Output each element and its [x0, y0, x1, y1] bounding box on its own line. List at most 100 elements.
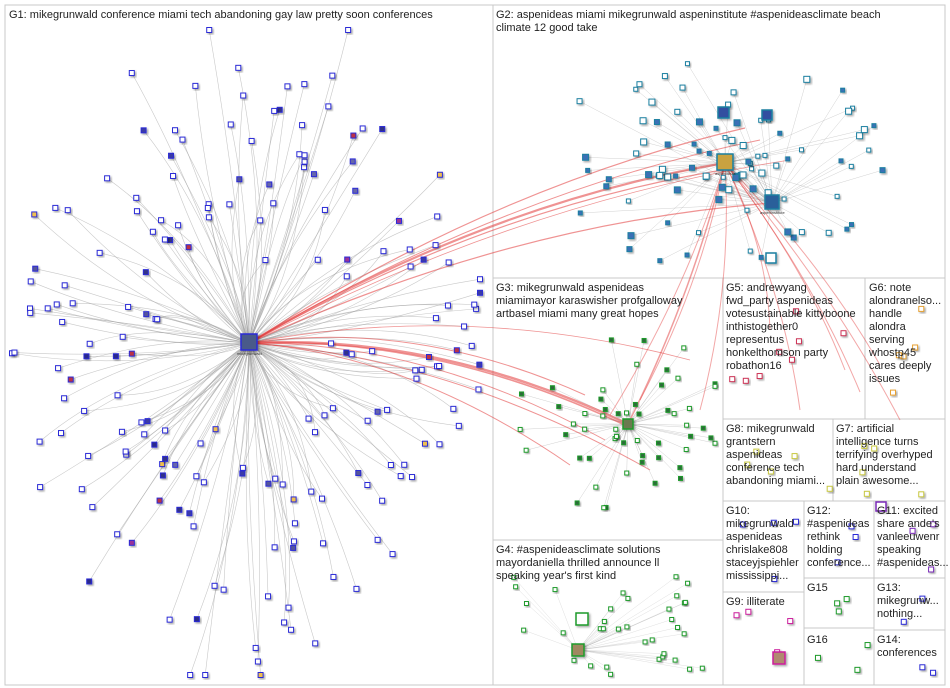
- node: [648, 98, 656, 106]
- node: [713, 125, 719, 131]
- node: [602, 406, 608, 412]
- node: [450, 405, 457, 412]
- node: [172, 127, 179, 134]
- node: [301, 158, 308, 165]
- node: [640, 138, 648, 146]
- node: [310, 171, 317, 178]
- node: [31, 211, 38, 218]
- mikegrunwald-hub-label: mikegrunwald: [237, 351, 262, 356]
- node: [128, 350, 135, 357]
- node: [624, 410, 630, 416]
- node: [389, 551, 396, 558]
- node: [689, 164, 696, 171]
- edge: [627, 423, 643, 463]
- edge: [526, 603, 579, 651]
- aspenideas-hub-node: [716, 153, 734, 171]
- edge-red: [724, 162, 861, 393]
- node: [133, 194, 140, 201]
- edge: [656, 121, 726, 164]
- edge: [526, 423, 629, 451]
- node: [664, 367, 670, 373]
- node: [588, 663, 594, 669]
- edge: [70, 342, 250, 380]
- node: [696, 230, 702, 236]
- node: [659, 382, 665, 388]
- node: [745, 608, 752, 615]
- node: [871, 123, 877, 129]
- node: [257, 217, 264, 224]
- edge: [248, 75, 333, 344]
- node: [615, 626, 621, 632]
- node: [621, 440, 627, 446]
- node: [603, 183, 610, 190]
- node: [475, 386, 482, 393]
- node: [420, 256, 427, 263]
- node: [895, 352, 902, 359]
- node: [871, 445, 878, 452]
- group-label-g11: G11: excited share ande's vanleeuwenr sp…: [877, 505, 949, 569]
- node: [254, 658, 261, 665]
- node: [125, 303, 132, 310]
- edge: [584, 423, 629, 430]
- node: [639, 459, 645, 465]
- node: [928, 566, 935, 573]
- node: [715, 196, 723, 204]
- node: [601, 505, 607, 511]
- node: [574, 500, 580, 506]
- node: [835, 608, 842, 615]
- node: [826, 485, 833, 492]
- node: [652, 480, 658, 486]
- edge: [724, 162, 751, 252]
- node: [36, 438, 43, 445]
- node: [128, 70, 135, 77]
- edge: [248, 342, 368, 422]
- node: [605, 176, 612, 183]
- edge: [248, 342, 359, 474]
- edge: [627, 413, 675, 425]
- node: [699, 665, 705, 671]
- edge: [577, 608, 670, 651]
- node: [235, 64, 242, 71]
- node: [186, 510, 193, 517]
- node: [380, 248, 387, 255]
- edge: [706, 175, 773, 204]
- edge: [189, 342, 250, 514]
- edge: [248, 342, 260, 662]
- edge: [248, 342, 294, 548]
- node: [672, 657, 678, 663]
- node: [684, 422, 690, 428]
- edge: [584, 413, 629, 425]
- node: [582, 411, 588, 417]
- edge: [576, 423, 629, 504]
- node: [455, 422, 462, 429]
- node: [756, 373, 763, 380]
- node: [468, 342, 475, 349]
- node: [190, 523, 197, 530]
- edge: [627, 423, 687, 426]
- node: [329, 405, 336, 412]
- node: [141, 431, 148, 438]
- node: [657, 258, 663, 264]
- node: [608, 606, 614, 612]
- node: [758, 254, 764, 260]
- edge-red: [248, 341, 634, 430]
- node: [265, 480, 272, 487]
- node: [687, 666, 693, 672]
- edge: [627, 386, 716, 425]
- edge: [88, 342, 250, 582]
- node: [158, 217, 165, 224]
- edge: [603, 423, 629, 508]
- node: [301, 81, 308, 88]
- node: [328, 340, 335, 347]
- edge: [577, 595, 677, 651]
- node: [718, 183, 726, 191]
- node: [349, 158, 356, 165]
- node: [212, 426, 219, 433]
- node: [848, 163, 854, 169]
- node: [138, 419, 145, 426]
- node: [395, 217, 402, 224]
- node: [785, 156, 791, 162]
- edge-red: [609, 162, 726, 416]
- node: [78, 486, 85, 493]
